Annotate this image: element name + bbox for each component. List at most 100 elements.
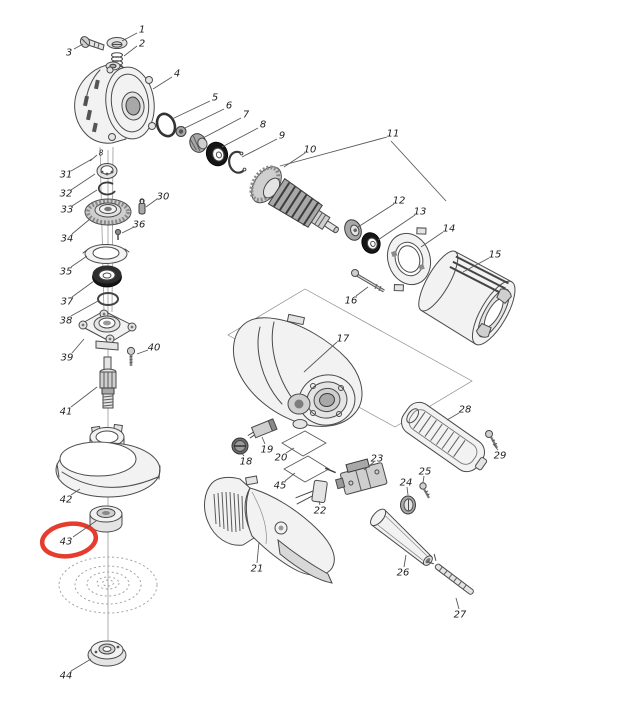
leader-line-8 — [89, 154, 98, 162]
part-label-5[interactable]: 5 — [212, 93, 218, 104]
part-8-ball-bearing-drawing — [205, 141, 229, 167]
leader-line-18 — [240, 451, 245, 457]
part-label-9[interactable]: 9 — [279, 131, 285, 142]
leader-line-36 — [121, 226, 135, 234]
part-27-handle-stud-drawing — [426, 553, 474, 595]
part-19-carbon-brush-drawing — [247, 418, 278, 439]
part-label-44[interactable]: 44 — [60, 671, 73, 682]
part-45-insulation-sheet-drawing — [283, 455, 330, 483]
leader-line-14 — [420, 231, 444, 248]
part-24-dial-drawing — [400, 495, 416, 515]
part-43-inner-flange-drawing[interactable] — [89, 505, 123, 533]
part-30-pin-drawing — [138, 198, 146, 215]
part-label-11[interactable]: 11 — [387, 129, 400, 140]
part-label-7[interactable]: 7 — [243, 110, 250, 121]
part-label-43[interactable]: 43 — [60, 537, 73, 548]
part-35-bearing-retainer-drawing — [82, 244, 130, 264]
part-36-screw-drawing — [114, 228, 122, 240]
leader-line-37 — [71, 280, 95, 298]
part-label-39[interactable]: 39 — [61, 353, 74, 364]
leader-line-31 — [70, 158, 93, 172]
part-label-32[interactable]: 32 — [60, 189, 73, 200]
part-label-6[interactable]: 6 — [226, 101, 232, 112]
part-label-30[interactable]: 30 — [157, 192, 170, 203]
part-label-29[interactable]: 29 — [494, 451, 507, 462]
leader-line-25 — [422, 475, 425, 484]
part-label-28[interactable]: 28 — [459, 405, 472, 416]
part-label-33[interactable]: 33 — [61, 205, 74, 216]
leader-line-12 — [357, 203, 395, 228]
part-label-36[interactable]: 36 — [133, 220, 146, 231]
part-label-13[interactable]: 13 — [414, 207, 427, 218]
part-label-2[interactable]: 2 — [139, 39, 145, 50]
leader-line-42 — [70, 488, 81, 496]
highlight-circle — [39, 521, 99, 559]
leader-line-29 — [492, 443, 499, 451]
part-label-42[interactable]: 42 — [60, 495, 73, 506]
part-label-10[interactable]: 10 — [304, 145, 317, 156]
part-label-4[interactable]: 4 — [174, 69, 180, 80]
leader-line-21 — [256, 541, 260, 564]
part-label-26[interactable]: 26 — [397, 568, 410, 579]
part-label-1[interactable]: 1 — [139, 25, 145, 36]
part-label-25[interactable]: 25 — [419, 467, 432, 478]
part-14-bearing-box-drawing — [386, 227, 432, 292]
part-41-spindle-drawing — [99, 356, 117, 409]
leader-line-6 — [184, 108, 225, 129]
leader-line-19 — [261, 436, 266, 445]
part-18-brush-cap-drawing — [231, 437, 249, 455]
leader-line-8 — [221, 127, 259, 148]
part-label-8[interactable]: 8 — [260, 120, 266, 131]
leader-line-11 — [390, 140, 447, 202]
part-label-16[interactable]: 16 — [345, 296, 358, 307]
part-label-31[interactable]: 31 — [60, 170, 73, 181]
grinding-wheel-drawing — [58, 556, 158, 614]
leader-line-34 — [71, 218, 91, 235]
leader-line-27 — [455, 597, 460, 610]
part-label-19[interactable]: 19 — [261, 445, 274, 456]
leader-line-41 — [70, 386, 98, 408]
part-20-insulation-sheet-drawing — [281, 430, 327, 457]
part-label-8[interactable]: 8 — [99, 149, 104, 158]
part-34-crown-gear-drawing — [84, 198, 132, 226]
part-label-15[interactable]: 15 — [489, 250, 502, 261]
part-label-40[interactable]: 40 — [148, 343, 161, 354]
part-33-circlip-drawing — [97, 181, 116, 196]
part-label-38[interactable]: 38 — [60, 316, 73, 327]
leader-line-11 — [279, 136, 388, 167]
part-label-24[interactable]: 24 — [400, 478, 413, 489]
part-label-27[interactable]: 27 — [454, 610, 467, 621]
leader-line-26 — [403, 554, 407, 568]
leader-lines — [70, 32, 499, 672]
leader-line-28 — [446, 412, 460, 421]
leader-line-5 — [171, 100, 211, 120]
part-label-23[interactable]: 23 — [371, 454, 384, 465]
part-6-nut-drawing — [175, 126, 187, 137]
part-26-side-handle-drawing — [370, 508, 433, 566]
leader-line-22 — [318, 500, 321, 506]
leader-line-13 — [377, 214, 416, 241]
leader-line-10 — [283, 152, 306, 168]
part-label-18[interactable]: 18 — [240, 457, 253, 468]
part-label-21[interactable]: 21 — [251, 564, 264, 575]
part-44-lock-nut-drawing — [87, 640, 127, 667]
part-label-41[interactable]: 41 — [60, 407, 73, 418]
part-label-34[interactable]: 34 — [61, 234, 74, 245]
leader-line-32 — [70, 173, 96, 191]
part-17-motor-housing-drawing — [232, 313, 363, 429]
leader-line-30 — [145, 198, 158, 208]
leader-line-15 — [462, 257, 490, 273]
part-label-37[interactable]: 37 — [61, 297, 74, 308]
part-label-45[interactable]: 45 — [274, 481, 287, 492]
part-37-ball-bearing-drawing — [92, 265, 122, 288]
part-label-12[interactable]: 12 — [393, 196, 406, 207]
part-label-3[interactable]: 3 — [66, 48, 72, 59]
leader-line-44 — [70, 658, 92, 672]
part-label-17[interactable]: 17 — [337, 334, 350, 345]
part-label-14[interactable]: 14 — [443, 224, 456, 235]
part-7-pinion-drawing — [189, 133, 208, 153]
part-label-20[interactable]: 20 — [275, 453, 288, 464]
part-label-22[interactable]: 22 — [314, 506, 327, 517]
part-label-35[interactable]: 35 — [60, 267, 73, 278]
